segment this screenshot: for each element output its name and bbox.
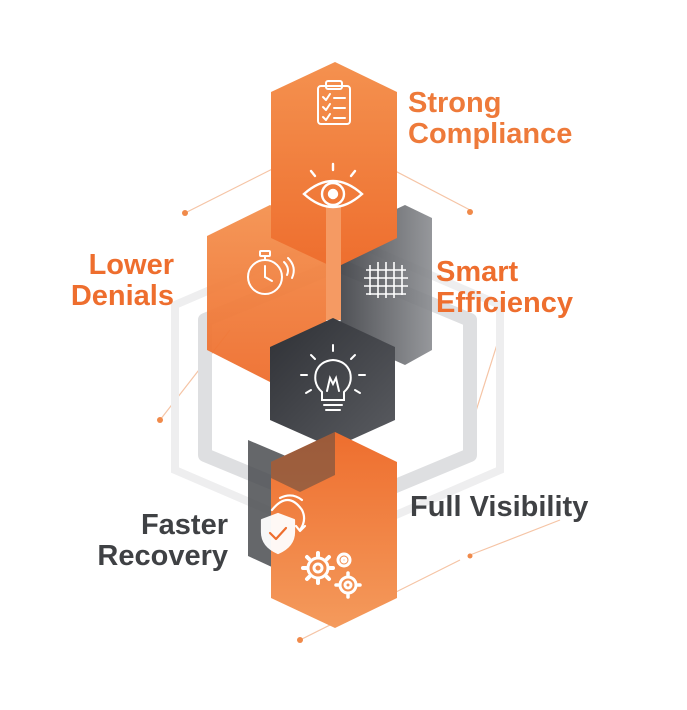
label-smart-efficiency-line2: Efficiency [436, 287, 573, 319]
label-strong-compliance-line1: Strong [408, 87, 502, 119]
label-full-visibility-line1: Full Visibility [410, 491, 589, 523]
label-strong-compliance: Strong Compliance [408, 88, 572, 150]
eye-icon [302, 162, 364, 209]
label-faster-recovery: Faster Recovery [60, 510, 228, 572]
center-accent-bar [326, 205, 341, 320]
clipboard-checklist-icon [317, 80, 351, 125]
label-smart-efficiency: Smart Efficiency [436, 257, 573, 319]
label-faster-recovery-line2: Recovery [97, 540, 228, 572]
label-smart-efficiency-line1: Smart [436, 256, 519, 288]
shield-refresh-icon [260, 494, 307, 555]
bottom-dark-overlap [271, 432, 335, 492]
label-full-visibility: Full Visibility [410, 492, 588, 523]
label-lower-denials: Lower Denials [54, 250, 174, 312]
label-faster-recovery-line1: Faster [140, 509, 228, 541]
grid-icon [364, 262, 408, 298]
label-strong-compliance-line2: Compliance [408, 118, 573, 150]
gears-icon [301, 551, 362, 599]
lightbulb-icon [300, 344, 366, 411]
label-lower-denials-line2: Denials [70, 280, 174, 312]
label-lower-denials-line1: Lower [88, 249, 174, 281]
stopwatch-icon [247, 250, 295, 295]
